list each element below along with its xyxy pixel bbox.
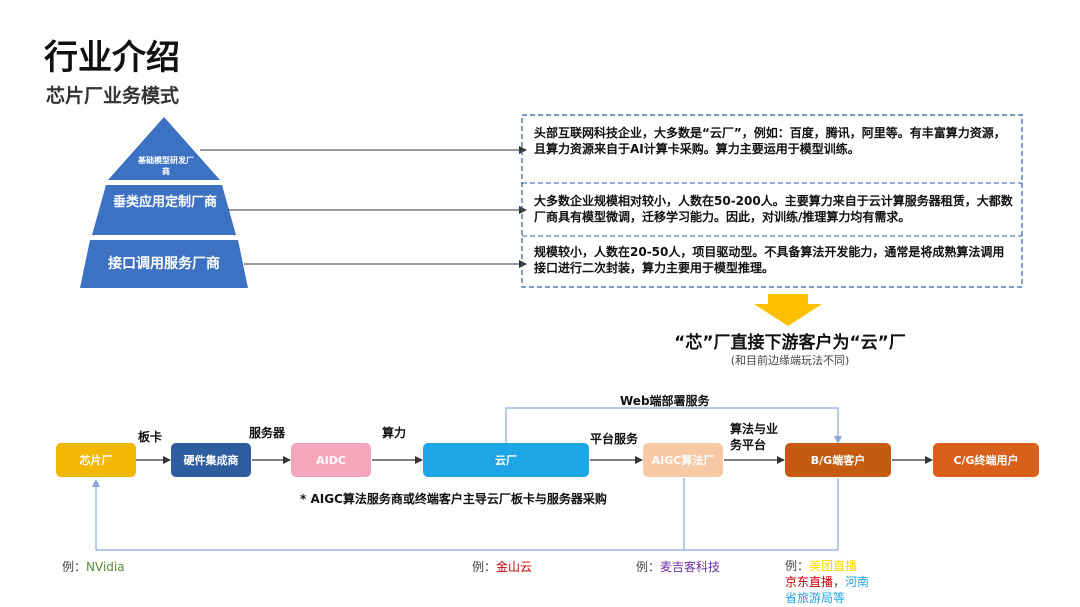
example-bg-value4: 省旅游局等	[785, 591, 846, 605]
label-compute: 算力	[382, 426, 407, 440]
info-text-top: 头部互联网科技企业，大多数是“云厂”，例如：百度，腾讯，阿里等。有丰富算力资源，…	[534, 126, 1006, 156]
node-aidc: AIDC	[291, 443, 371, 477]
page-subtitle: 芯片厂业务模式	[46, 85, 180, 107]
example-aigc: 例：麦吉客科技	[636, 558, 720, 575]
example-bg-value1: 美团直播	[809, 559, 858, 573]
example-cloud: 例：金山云	[472, 558, 532, 575]
label-platform: 平台服务	[590, 432, 639, 446]
pyramid-middle	[92, 185, 236, 235]
label-algo-line1: 算法与业	[730, 422, 779, 436]
info-outer-frame	[521, 114, 1023, 288]
node-hardware: 硬件集成商	[171, 443, 251, 477]
example-bg-value2: 京东直播	[785, 575, 834, 589]
example-aigc-prefix: 例：	[636, 560, 661, 574]
info-text-middle: 大多数企业规模相对较小，人数在50-200人。主要算力来自于云计算服务器租赁，大…	[534, 194, 1013, 224]
pyramid-top-label: 基础模型研发厂商	[138, 156, 194, 176]
conclusion-text: “芯”厂直接下游客户为“云”厂	[674, 333, 906, 353]
example-aigc-value: 麦吉客科技	[660, 560, 721, 574]
example-chip: 例：NVidia	[62, 558, 125, 575]
node-cg: C/G终端用户	[933, 443, 1039, 477]
node-cloud: 云厂	[423, 443, 589, 477]
example-bg-value3: 河南	[845, 575, 870, 589]
pyramid-middle-label: 垂类应用定制厂商	[112, 195, 217, 210]
node-aigc: AIGC算法厂	[643, 443, 723, 477]
label-web-deploy: Web端部署服务	[620, 394, 710, 408]
example-chip-value: NVidia	[86, 560, 125, 574]
page-title: 行业介绍	[44, 38, 180, 78]
flow-footnote: * AIGC算法服务商或终端客户主导云厂板卡与服务器采购	[300, 492, 607, 506]
pyramid-bottom-label: 接口调用服务厂商	[108, 256, 220, 272]
example-bg: 例：美团直播 京东直播，河南 省旅游局等	[785, 558, 869, 606]
example-bg-prefix: 例：	[785, 559, 810, 573]
info-text-bottom: 规模较小，人数在20-50人，项目驱动型。不具备算法开发能力，通常是将成熟算法调…	[534, 245, 1005, 275]
node-bg: B/G端客户	[785, 443, 891, 477]
pyramid-top	[108, 117, 220, 180]
label-board: 板卡	[138, 430, 163, 444]
example-chip-prefix: 例：	[62, 560, 87, 574]
down-arrow	[754, 294, 822, 326]
label-algo-line2: 务平台	[730, 438, 767, 452]
feedback-line	[92, 479, 838, 551]
example-cloud-value: 金山云	[496, 560, 533, 574]
arrow-web-deploy	[505, 407, 842, 444]
conclusion-note: (和目前边缘端玩法不同)	[730, 354, 850, 367]
pyramid-bottom	[80, 240, 248, 288]
example-bg-sep: ，	[833, 575, 846, 589]
node-chip: 芯片厂	[56, 443, 136, 477]
example-cloud-prefix: 例：	[472, 560, 497, 574]
label-server: 服务器	[249, 426, 286, 440]
